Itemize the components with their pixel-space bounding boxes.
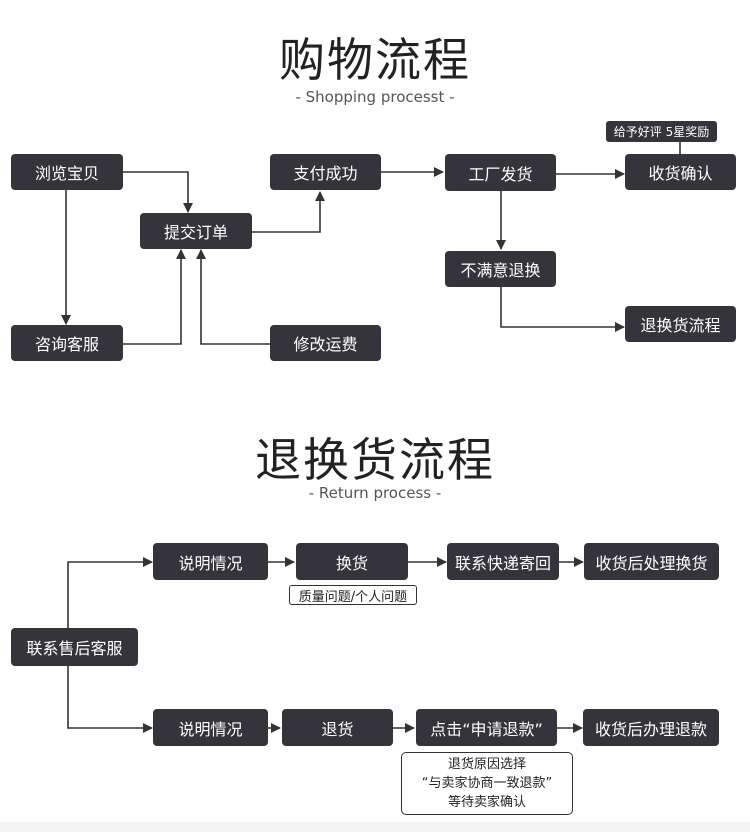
shopping-subtitle: - Shopping processt - xyxy=(295,88,455,106)
node-modify-shipping: 修改运费 xyxy=(270,325,381,361)
refund-note-line-2: “与卖家协商一致退款” xyxy=(421,776,553,791)
node-click-apply: 点击“申请退款” xyxy=(416,709,557,746)
node-refund-return: 退货 xyxy=(282,709,393,746)
node-explain-1: 说明情况 xyxy=(153,543,268,580)
node-consult: 咨询客服 xyxy=(11,325,123,361)
edge-service-to-explain1 xyxy=(67,557,153,628)
node-pay-success: 支付成功 xyxy=(270,154,381,190)
node-return-flow: 退换货流程 xyxy=(625,306,736,342)
edge-browse-to-submit xyxy=(123,171,193,213)
refund-note-line-3: 等待卖家确认 xyxy=(447,795,526,810)
edge-unsatisfied-to-returnflow xyxy=(500,287,625,332)
review-reward-note: 给予好评 5星奖励 xyxy=(606,121,717,142)
returns-subtitle: - Return process - xyxy=(308,484,442,502)
node-factory-ship: 工厂发货 xyxy=(445,154,556,191)
node-process-refund: 收货后办理退款 xyxy=(583,709,719,746)
refund-note-line-1: 退货原因选择 xyxy=(447,757,526,772)
edge-modify-to-submit xyxy=(196,249,270,345)
edge-submit-to-pay xyxy=(252,191,325,233)
edge-consult-to-submit xyxy=(123,249,186,345)
edge-service-to-explain2 xyxy=(67,666,153,733)
node-browse: 浏览宝贝 xyxy=(11,154,123,190)
node-explain-2: 说明情况 xyxy=(153,709,268,746)
shopping-title: 购物流程 xyxy=(279,33,471,87)
bottom-strip xyxy=(0,822,750,832)
node-confirm-receipt: 收货确认 xyxy=(625,154,736,190)
node-exchange: 换货 xyxy=(296,543,408,580)
node-process-exchange: 收货后处理换货 xyxy=(584,543,719,580)
exchange-reason-note: 质量问题/个人问题 xyxy=(289,585,417,605)
node-submit-order: 提交订单 xyxy=(140,213,252,249)
refund-reason-note: 退货原因选择 “与卖家协商一致退款” 等待卖家确认 xyxy=(401,752,573,815)
node-unsatisfied: 不满意退换 xyxy=(445,251,556,287)
node-contact-express: 联系快递寄回 xyxy=(447,543,559,580)
returns-title: 退换货流程 xyxy=(255,433,495,487)
node-contact-service: 联系售后客服 xyxy=(11,628,138,666)
